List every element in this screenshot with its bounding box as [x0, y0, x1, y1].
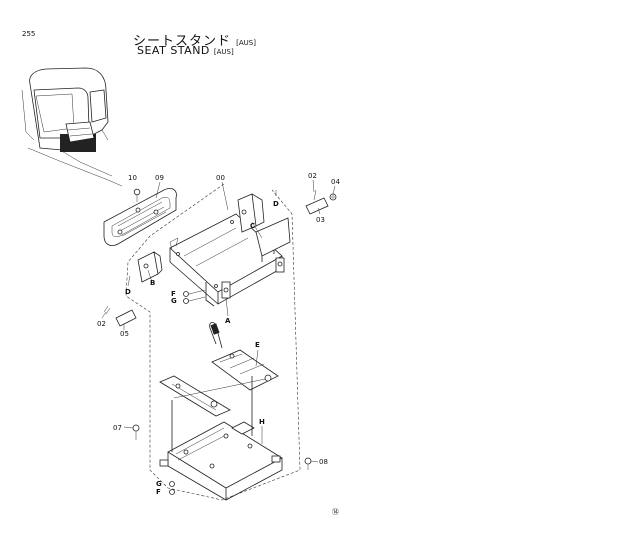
title-english: SEAT STAND [AUS] — [137, 44, 234, 57]
title-jp-region-tag: [AUS] — [236, 39, 256, 47]
part-04-nut — [329, 193, 337, 201]
title-japanese: シートスタンド [AUS] — [133, 30, 256, 49]
label-h: H — [259, 418, 265, 426]
part-03-pin-upper — [305, 189, 329, 215]
washers-g-f-bottom — [169, 481, 175, 495]
part-labels: 10 09 00 02 04 03 D C D B F G 02 05 A E … — [97, 172, 340, 496]
part-b-bracket — [137, 251, 163, 283]
label-d-upper: D — [273, 200, 279, 208]
title-en-region-tag: [AUS] — [213, 48, 234, 56]
assembly-boundary — [125, 183, 301, 501]
label-f-middle: F — [171, 290, 176, 298]
part-e-slide-rail — [159, 322, 279, 417]
title-en-text: SEAT STAND — [137, 44, 210, 57]
label-07: 07 — [113, 424, 122, 432]
excavator-cab-locator — [21, 67, 123, 187]
label-b: B — [150, 279, 155, 287]
label-02-upper: 02 — [308, 172, 317, 180]
label-f-bottom: F — [156, 488, 161, 496]
part-10-bolt — [133, 188, 141, 202]
label-a: A — [225, 317, 231, 325]
footer-mark: ⑭ — [332, 508, 339, 516]
label-09: 09 — [155, 174, 164, 182]
part-c-bracket — [237, 193, 291, 257]
label-g-middle: G — [171, 297, 177, 305]
page-number: 255 — [22, 30, 36, 38]
label-c: C — [250, 222, 255, 230]
label-04: 04 — [331, 178, 340, 186]
part-08-bolt — [304, 457, 319, 470]
leader-lines — [101, 179, 336, 444]
part-09-cover-plate — [103, 188, 177, 246]
label-d-lower: D — [125, 288, 131, 296]
label-00: 00 — [216, 174, 225, 182]
label-e: E — [255, 341, 260, 349]
label-08: 08 — [319, 458, 328, 466]
title-jp-text: シートスタンド — [133, 34, 232, 49]
label-02-lower: 02 — [97, 320, 106, 328]
part-h-base-plate — [159, 376, 283, 501]
washers-f-g-middle — [183, 289, 206, 304]
label-g-bottom: G — [156, 480, 162, 488]
label-03: 03 — [316, 216, 325, 224]
label-10: 10 — [128, 174, 137, 182]
part-07-bolt — [123, 424, 140, 440]
label-05: 05 — [120, 330, 129, 338]
part-05-pin-left — [103, 305, 137, 327]
